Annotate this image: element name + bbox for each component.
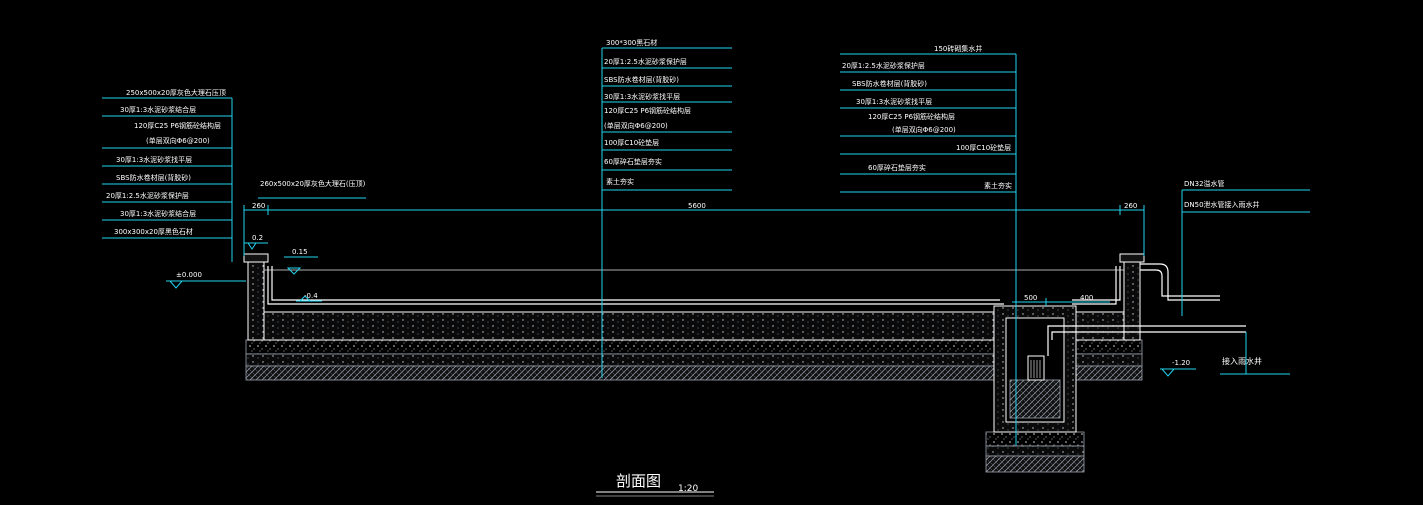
elev-floor: -0.4 (304, 292, 318, 300)
elev-water: 0.15 (292, 248, 308, 256)
left-layer-7: 20厚1:2.5水泥砂浆保护层 (106, 191, 189, 200)
elev-pipe: -1.20 (1172, 359, 1190, 367)
pipe-callout-leaders (1181, 189, 1310, 316)
drawing-scale: 1:20 (678, 484, 698, 494)
left-layer-1: 250x500x20厚灰色大理石压顶 (126, 88, 226, 97)
center-layer-6: (单层双向Φ6@200) (604, 121, 668, 130)
right-layer-7: 100厚C10砼垫层 (956, 143, 1011, 152)
center-layer-4: 30厚1:3水泥砂浆找平层 (604, 92, 680, 101)
right-layer-6: (单层双向Φ6@200) (892, 125, 956, 134)
dimension-line (243, 205, 1145, 306)
left-top-label: 260x500x20厚灰色大理石(压顶) (260, 179, 366, 188)
elev-coping: 0.2 (252, 234, 263, 242)
center-layer-5: 120厚C25 P6钢筋砼结构层 (604, 106, 691, 115)
center-layer-8: 60厚碎石垫层夯实 (604, 157, 662, 166)
right-layer-5: 120厚C25 P6钢筋砼结构层 (868, 112, 955, 121)
center-layer-2: 20厚1:2.5水泥砂浆保护层 (604, 57, 687, 66)
left-layer-9: 300x300x20厚黑色石材 (114, 227, 193, 236)
right-layer-3: SBS防水卷材层(背胶砂) (852, 79, 927, 88)
right-layer-2: 20厚1:2.5水泥砂浆保护层 (842, 61, 925, 70)
left-layer-2: 30厚1:3水泥砂浆结合层 (120, 105, 196, 114)
elevation-markers (166, 242, 1290, 377)
left-layer-6: SBS防水卷材层(背胶砂) (116, 173, 191, 182)
center-callout-leaders (601, 47, 732, 378)
title-block (596, 491, 714, 497)
left-callout-leaders (102, 97, 366, 262)
right-layer-9: 素土夯实 (984, 181, 1012, 190)
outlet-label: 接入雨水井 (1222, 356, 1262, 366)
left-layer-3: 120厚C25 P6钢筋砼结构层 (134, 121, 221, 130)
center-layer-3: SBS防水卷材层(背胶砂) (604, 75, 679, 84)
pool-structure (243, 253, 1246, 433)
left-layer-5: 30厚1:3水泥砂浆找平层 (116, 155, 192, 164)
right-layer-4: 30厚1:3水泥砂浆找平层 (856, 97, 932, 106)
drawing-title: 剖面图 (616, 472, 661, 490)
dim-left: 260 (252, 202, 265, 210)
dim-right: 260 (1124, 202, 1137, 210)
dim-span: 5600 (688, 202, 706, 210)
center-layer-1: 300*300黑石材 (606, 38, 657, 47)
right-layer-1: 150砖砌集水井 (934, 44, 982, 53)
left-layer-8: 30厚1:3水泥砂浆结合层 (120, 209, 196, 218)
pipe-label-overflow: DN32溢水管 (1184, 179, 1225, 188)
dim-sump-b: 400 (1080, 294, 1093, 302)
elev-ground: ±0.000 (176, 271, 202, 279)
right-layer-8: 60厚碎石垫层夯实 (868, 163, 926, 172)
left-layer-4: (单层双向Φ6@200) (146, 136, 210, 145)
center-layer-7: 100厚C10砼垫层 (604, 138, 659, 147)
right-callout-leaders (840, 53, 1017, 446)
pipe-label-drain: DN50泄水管接入雨水井 (1184, 200, 1260, 209)
dim-sump-a: 500 (1024, 294, 1037, 302)
center-layer-9: 素土夯实 (606, 177, 634, 186)
